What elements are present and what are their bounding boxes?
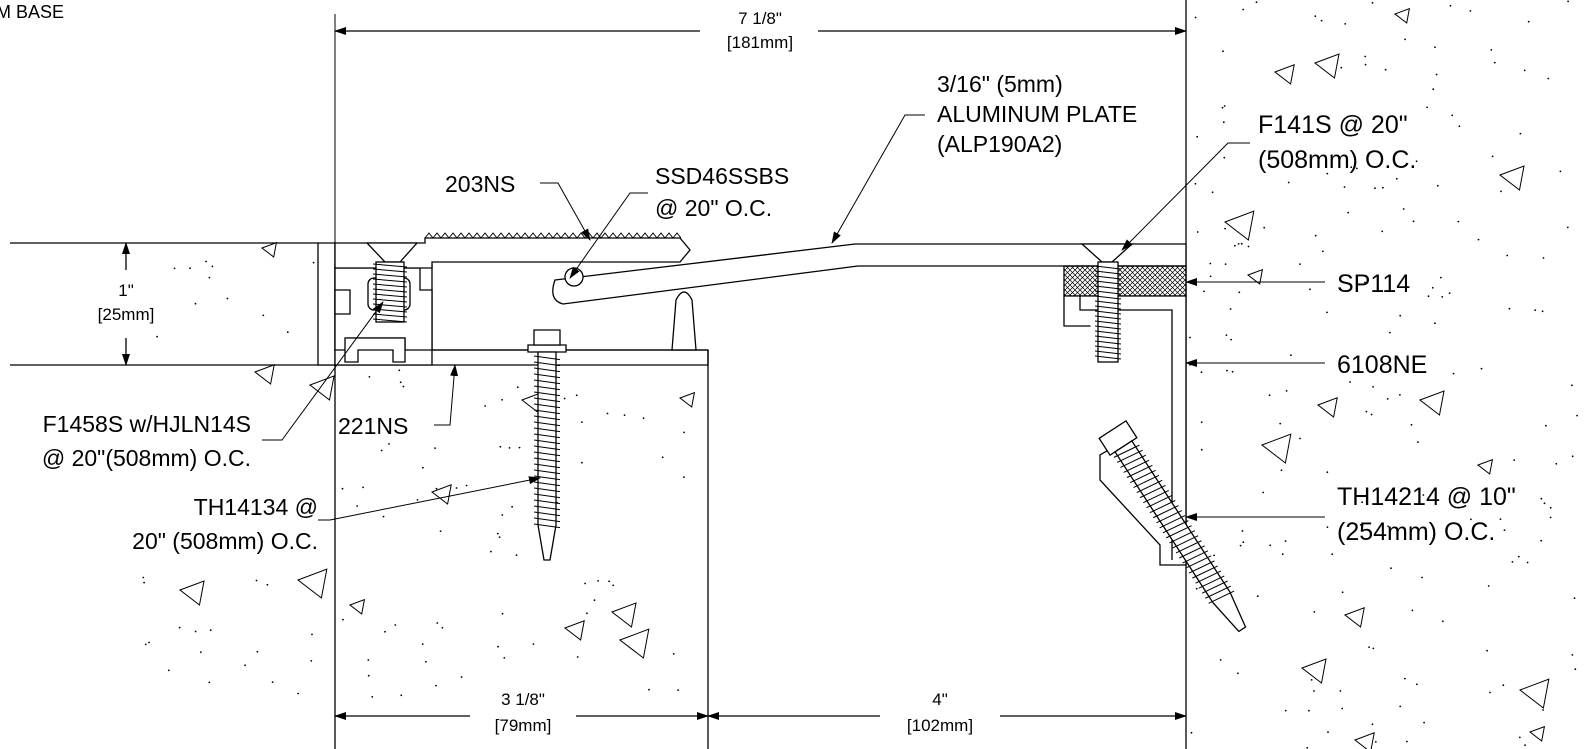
th14134-label-line2: 20" (508mm) O.C. (132, 528, 318, 554)
dimension-height: 1" [25mm] (98, 242, 300, 366)
plate-label-line2: ALUMINUM PLATE (937, 101, 1137, 127)
overall-dim-metric: [181mm] (727, 33, 793, 52)
f141s-label-line2: (508mm) O.C. (1258, 146, 1416, 174)
f1458s-label-line1: F1458S w/HJLN14S (43, 411, 251, 437)
left-width-dim-metric: [79mm] (495, 716, 552, 735)
concrete-aggregate-hatch (142, 0, 1578, 749)
sp114-label: SP114 (1337, 270, 1410, 298)
base-221ns-label: 221NS (338, 413, 408, 439)
right-width-dim-metric: [102mm] (907, 716, 973, 735)
height-dim-imperial: 1" (118, 281, 134, 300)
th14214-label-line2: (254mm) O.C. (1337, 518, 1495, 546)
dimension-bottom: 3 1/8" [79mm] 4" [102mm] (334, 688, 1187, 743)
nosing-203ns-label: 203NS (445, 171, 515, 197)
f141s-label-line1: F141S @ 20" (1258, 111, 1408, 139)
plate-label-line3: (ALP190A2) (937, 131, 1062, 157)
th14134-label-line1: TH14134 @ (194, 494, 318, 520)
height-dim-metric: [25mm] (98, 305, 155, 324)
overall-dim-imperial: 7 1/8" (738, 9, 782, 28)
ssd-label-line1: SSD46SSBS (655, 163, 789, 189)
callout-labels: M BASE 3/16" (5mm) ALUMINUM PLATE (ALP19… (0, 2, 1516, 554)
ssd-label-line2: @ 20" O.C. (655, 195, 772, 221)
th14134-anchor (527, 329, 567, 561)
leader-lines (262, 114, 1325, 521)
corner-note: M BASE (0, 2, 64, 22)
dimension-overall: 7 1/8" [181mm] (334, 6, 1187, 243)
left-width-dim-imperial: 3 1/8" (501, 690, 545, 709)
right-width-dim-imperial: 4" (932, 690, 948, 709)
th14214-anchor (1098, 419, 1247, 633)
plate-label-line1: 3/16" (5mm) (937, 71, 1063, 97)
th14214-label-line1: TH14214 @ 10" (1337, 483, 1516, 511)
f141s-screw (1080, 243, 1134, 363)
f1458s-label-line2: @ 20"(508mm) O.C. (42, 445, 251, 471)
angle-6108ne-label: 6108NE (1337, 351, 1427, 379)
